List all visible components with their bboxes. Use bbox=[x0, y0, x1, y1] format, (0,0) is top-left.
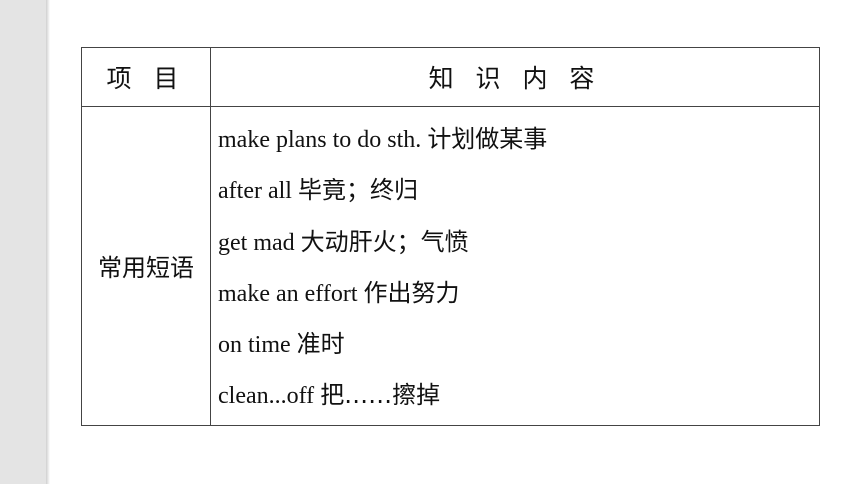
slide-left-shadow bbox=[46, 0, 50, 484]
vocabulary-table: 项 目 知 识 内 容 常用短语 make plans to do sth.计划… bbox=[81, 47, 820, 426]
header-content: 知 识 内 容 bbox=[210, 47, 820, 107]
table-row: 常用短语 make plans to do sth.计划做某事 after al… bbox=[81, 106, 820, 426]
phrase-english: after all bbox=[218, 178, 292, 205]
phrase-chinese: 毕竟；终归 bbox=[297, 176, 418, 205]
phrase-chinese: 准时 bbox=[296, 330, 345, 359]
phrase-english: get mad bbox=[218, 229, 295, 256]
category-cell: 常用短语 bbox=[81, 106, 211, 426]
phrase-chinese: 作出努力 bbox=[363, 278, 460, 307]
slide-left-gutter bbox=[0, 0, 46, 484]
phrase-english: on time bbox=[218, 332, 291, 359]
table-header-row: 项 目 知 识 内 容 bbox=[81, 47, 820, 107]
phrase-english: make plans to do sth. bbox=[218, 127, 422, 153]
phrase-english: make an effort bbox=[218, 280, 358, 307]
phrase-chinese: 把……擦掉 bbox=[320, 381, 441, 410]
phrase-item: make plans to do sth.计划做某事 bbox=[218, 117, 819, 168]
header-item: 项 目 bbox=[81, 47, 211, 107]
phrase-chinese: 计划做某事 bbox=[427, 125, 548, 153]
phrase-chinese: 大动肝火；气愤 bbox=[300, 227, 469, 256]
phrase-english: clean...off bbox=[218, 383, 315, 410]
